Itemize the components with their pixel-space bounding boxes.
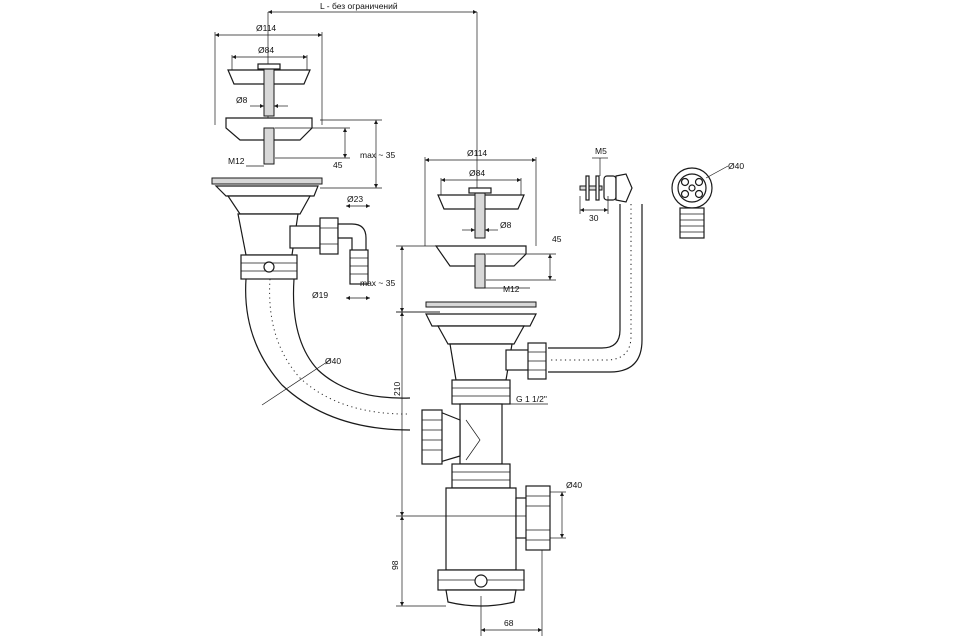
l-length-label: L - без ограничений <box>320 1 398 11</box>
h210-label: 210 <box>392 382 402 396</box>
d40-hose-label: Ø40 <box>325 356 341 366</box>
left-strainer-basket: Ø114 Ø84 Ø8 M12 <box>214 23 323 167</box>
m5-label: M5 <box>595 146 607 156</box>
d8-left-label: Ø8 <box>236 95 248 105</box>
d40-overflow-label: Ø40 <box>728 161 744 171</box>
h98-label: 98 <box>390 560 400 570</box>
d19-label: Ø19 <box>312 290 328 300</box>
w68-label: 68 <box>504 618 514 628</box>
d84-right-label: Ø84 <box>469 168 485 178</box>
overflow-hose <box>548 204 643 373</box>
d84-left-label: Ø84 <box>258 45 274 55</box>
left-height-dims: 45 max ~ 35 <box>275 119 395 189</box>
d40-outlet-label: Ø40 <box>566 480 582 490</box>
right-strainer-basket: Ø114 Ø84 Ø8 M12 <box>424 148 537 294</box>
g112-label: G 1 1/2" <box>516 394 547 404</box>
m12-left-label: M12 <box>228 156 245 166</box>
w30-label: 30 <box>589 213 599 223</box>
max35-right-label: max ~ 35 <box>360 278 395 288</box>
d114-right-label: Ø114 <box>467 148 487 158</box>
m12-right-label: M12 <box>503 284 520 294</box>
d114-left-label: Ø114 <box>256 23 276 33</box>
overflow-fitting: M5 30 Ø40 <box>579 146 744 239</box>
max35-left-label: max ~ 35 <box>360 150 395 160</box>
corrugated-hose-left: Ø40 <box>245 278 411 431</box>
h45-right-label: 45 <box>552 234 562 244</box>
main-dims: 210 98 68 <box>390 311 543 636</box>
left-drain-body: Ø23 Ø19 <box>211 177 370 301</box>
h45-left-label: 45 <box>333 160 343 170</box>
right-drain-body: G 1 1/2" Ø40 <box>421 301 582 607</box>
d23-label: Ø23 <box>347 194 363 204</box>
d8-right-label: Ø8 <box>500 220 512 230</box>
